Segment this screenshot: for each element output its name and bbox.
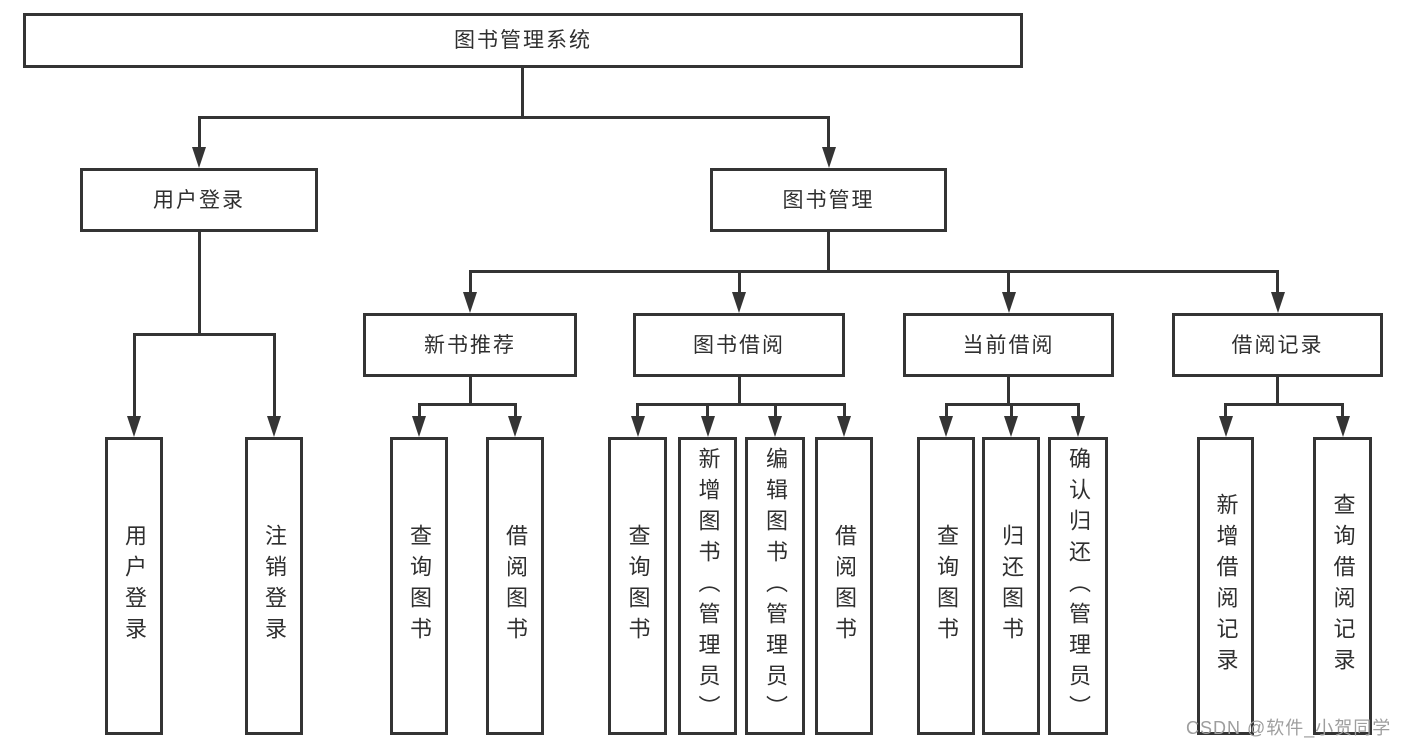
leaf-logout: 注销登录 (245, 437, 303, 735)
connector-line (737, 375, 741, 405)
node-label: 当前借阅 (962, 333, 1055, 357)
arrow-down-icon (508, 416, 522, 437)
connector-line (272, 333, 276, 418)
node-new-book-recommend: 新书推荐 (363, 313, 577, 377)
connector-line (1276, 375, 1279, 405)
arrow-down-icon (267, 416, 281, 437)
arrow-down-icon (1001, 292, 1016, 313)
arrow-down-icon (463, 292, 477, 313)
watermark: CSDN @软件_小贺同学 (1186, 718, 1392, 738)
connector-line (468, 375, 472, 405)
connector-line (132, 333, 136, 418)
node-label: 借阅记录 (1231, 333, 1324, 357)
connector-line (773, 403, 777, 418)
connector-line (827, 115, 830, 150)
connector-line (197, 115, 829, 119)
node-label: 图书管理系统 (454, 29, 592, 52)
connector-line (197, 115, 201, 150)
leaf-borrow-add-books-admin: 新增图书（管理员） (678, 437, 737, 735)
leaf-current-confirm-return-admin: 确认归还（管理员） (1048, 437, 1108, 735)
leaf-label: 编辑图书（管理员） (763, 446, 788, 726)
leaf-recommend-query-books: 查询图书 (390, 437, 448, 735)
connector-line (944, 403, 948, 418)
node-label: 图书借阅 (693, 333, 785, 357)
node-label: 新书推荐 (424, 333, 516, 357)
leaf-label: 用户登录 (122, 524, 147, 648)
leaf-borrow-borrow-books: 借阅图书 (815, 437, 873, 735)
arrow-down-icon (837, 416, 851, 437)
connector-line (636, 403, 639, 418)
connector-line (417, 403, 421, 418)
node-borrow-records: 借阅记录 (1172, 313, 1383, 377)
leaf-label: 查询图书 (625, 524, 651, 648)
connector-line (842, 403, 846, 418)
leaf-label: 借阅图书 (832, 524, 857, 648)
node-label: 图书管理 (782, 188, 875, 212)
connector-line (520, 66, 524, 118)
leaf-records-query-record: 查询借阅记录 (1313, 437, 1372, 735)
node-current-borrow: 当前借阅 (903, 313, 1114, 377)
leaf-current-return-books: 归还图书 (982, 437, 1040, 735)
arrow-down-icon (1004, 416, 1018, 437)
leaf-records-add-record: 新增借阅记录 (1197, 437, 1254, 735)
node-label: 用户登录 (153, 188, 245, 212)
leaf-label: 确认归还（管理员） (1066, 446, 1091, 726)
arrow-down-icon (412, 416, 426, 437)
connector-line (417, 403, 517, 406)
connector-line (1341, 403, 1344, 418)
leaf-label: 新增图书（管理员） (695, 446, 721, 726)
leaf-label: 查询借阅记录 (1330, 493, 1356, 679)
node-library-management-system: 图书管理系统 (23, 13, 1023, 68)
leaf-label: 归还图书 (999, 524, 1024, 648)
arrow-down-icon (939, 416, 953, 437)
connector-line (1007, 270, 1010, 295)
connector-line (636, 403, 846, 406)
leaf-label: 查询图书 (407, 524, 432, 648)
connector-line (737, 270, 741, 295)
node-book-management: 图书管理 (710, 168, 947, 232)
leaf-label: 注销登录 (262, 524, 287, 648)
leaf-label: 查询图书 (934, 524, 959, 648)
leaf-label: 借阅图书 (503, 524, 528, 648)
connector-line (706, 403, 709, 418)
leaf-borrow-query-books: 查询图书 (608, 437, 667, 735)
arrow-down-icon (768, 416, 782, 437)
arrow-down-icon (192, 147, 206, 168)
connector-line (513, 403, 517, 418)
connector-line (1007, 375, 1010, 405)
leaf-user-login: 用户登录 (105, 437, 163, 735)
arrow-down-icon (1218, 416, 1233, 437)
arrow-down-icon (732, 292, 746, 313)
connector-line (468, 270, 472, 295)
arrow-down-icon (127, 416, 141, 437)
connector-line (1224, 403, 1227, 418)
leaf-recommend-borrow-books: 借阅图书 (486, 437, 544, 735)
arrow-down-icon (1270, 292, 1285, 313)
arrow-down-icon (821, 147, 836, 168)
connector-line (1224, 403, 1344, 406)
connector-line (132, 333, 276, 336)
connector-line (197, 230, 201, 335)
connector-line (1009, 403, 1013, 418)
leaf-borrow-edit-books-admin: 编辑图书（管理员） (745, 437, 805, 735)
connector-line (470, 270, 1278, 273)
connector-line (1276, 270, 1279, 295)
arrow-down-icon (1335, 416, 1350, 437)
connector-line (1076, 403, 1080, 418)
arrow-down-icon (1071, 416, 1085, 437)
leaf-label: 新增借阅记录 (1213, 493, 1239, 679)
leaf-current-query-books: 查询图书 (917, 437, 975, 735)
connector-line (826, 230, 830, 272)
node-book-borrow: 图书借阅 (633, 313, 845, 377)
arrow-down-icon (630, 416, 645, 437)
node-user-login: 用户登录 (80, 168, 318, 232)
arrow-down-icon (700, 416, 715, 437)
